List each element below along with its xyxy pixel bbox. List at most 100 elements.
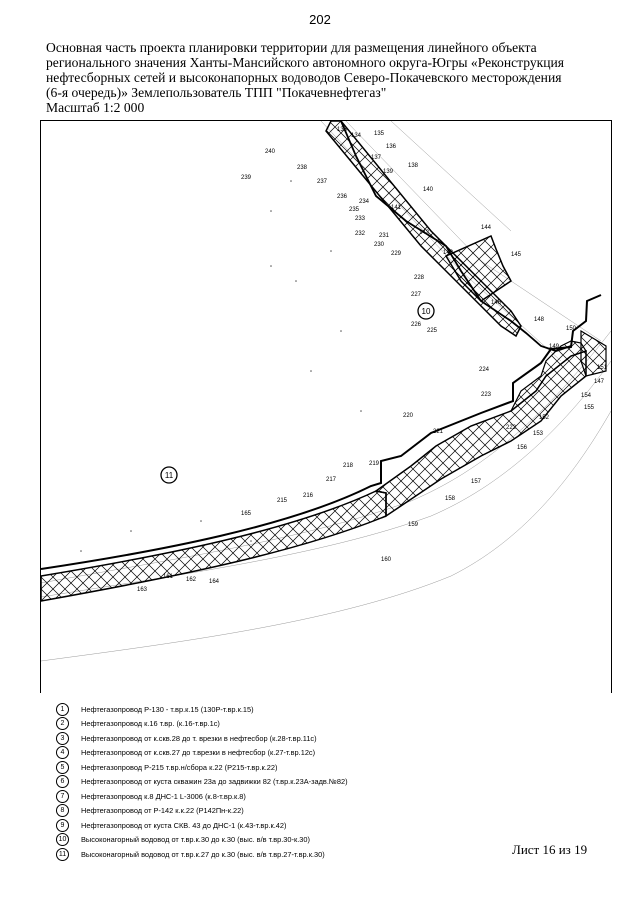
corridor-junction — [510, 340, 587, 412]
point-label: 163 — [137, 587, 148, 593]
point-label: 141 — [391, 205, 402, 211]
point-label: 220 — [403, 413, 414, 419]
point-label: 151 — [597, 365, 608, 371]
point-label: 146 — [491, 300, 502, 306]
legend-number: 1 — [56, 702, 69, 716]
legend-text: Высоконагорный водовод от т.вр.к.30 до к… — [81, 835, 310, 845]
point-label: 134 — [351, 133, 362, 139]
point-label: 162 — [186, 577, 197, 583]
point-label: 238 — [297, 165, 308, 171]
point-label: 224 — [479, 367, 490, 373]
point-label: 221 — [433, 429, 444, 435]
point-label: 135 — [374, 131, 385, 137]
point-label: 235 — [349, 207, 360, 213]
corridor-middle — [374, 349, 587, 518]
zone-marker-label: 10 — [422, 307, 431, 316]
legend-item: 6 Нефтегазопровод от куста скважин 23а до… — [56, 775, 348, 790]
legend-item: 2 Нефтегазопровод к.16 т.вр. (к.16-т.вр.1… — [56, 717, 348, 732]
point-label: 237 — [317, 179, 328, 185]
legend-number: 5 — [56, 760, 69, 774]
boundary-line — [41, 294, 602, 570]
point-labels: 133 134 135 136 137 138 139 140 141 142 … — [137, 127, 608, 593]
legend-number: 9 — [56, 818, 69, 832]
document-title: Основная часть проекта планировки террит… — [46, 40, 606, 115]
point-label: 239 — [241, 175, 252, 181]
title-line: (6-я очередь)» Землепользователь ТПП "По… — [46, 85, 387, 100]
zone-marker-11: 11 — [160, 466, 178, 484]
block-151 — [580, 329, 607, 377]
legend-number: 8 — [56, 804, 69, 818]
point-label: 143 — [443, 250, 454, 256]
point-label: 229 — [391, 251, 402, 257]
point-label: 154 — [581, 393, 592, 399]
point-label: 147 — [594, 379, 605, 385]
point-label: 218 — [343, 463, 354, 469]
legend-number: 6 — [56, 775, 69, 789]
point-label: 225 — [427, 328, 438, 334]
sheet-number: Лист 16 из 19 — [512, 842, 588, 857]
legend-number: 11 — [56, 847, 69, 861]
point-label: 215 — [277, 498, 288, 504]
title-line: нефтесборных сетей и высоконапорных водо… — [46, 70, 562, 85]
point-label: 133 — [337, 127, 348, 133]
point-label: 160 — [381, 557, 392, 563]
legend-number: 4 — [56, 746, 69, 760]
point-label: 227 — [411, 292, 422, 298]
point-label: 159 — [408, 522, 419, 528]
point-label: 139 — [383, 169, 394, 175]
block-143 — [444, 234, 512, 302]
legend-text: Нефтегазопровод от к.скв.28 до т. врезки… — [81, 733, 317, 743]
planning-map: 10 11 133 134 135 136 137 138 139 140 14… — [40, 120, 612, 693]
point-label: 138 — [408, 163, 419, 169]
legend-text: Нефтегазопровод Р-130 - т.вр.к.15 (130Р-… — [81, 704, 254, 714]
point-label: 165 — [241, 511, 252, 517]
point-label: 232 — [355, 231, 366, 237]
legend-text: Высоконагорный водовод от т.вр.к.27 до к… — [81, 849, 325, 859]
point-label: 219 — [369, 461, 380, 467]
point-label: 158 — [445, 496, 456, 502]
legend-item: 11 Высоконагорный водовод от т.вр.к.27 до… — [56, 847, 348, 862]
page-number: 202 — [309, 12, 331, 27]
point-label: 144 — [481, 225, 492, 231]
point-label: 233 — [355, 216, 366, 222]
point-label: 152 — [539, 415, 550, 421]
point-label: 148 — [534, 317, 545, 323]
point-label: 223 — [481, 392, 492, 398]
legend-item: 10 Высоконагорный водовод от т.вр.к.30 до… — [56, 833, 348, 848]
point-label: 228 — [414, 275, 425, 281]
legend-item: 8 Нефтегазопровод от Р-142 к.к.22 (Р142Пн… — [56, 804, 348, 819]
point-label: 236 — [337, 194, 348, 200]
legend-text: Нефтегазопровод к.16 т.вр. (к.16-т.вр.1с… — [81, 719, 220, 729]
legend-text: Нефтегазопровод от Р-142 к.к.22 (Р142Пн-… — [81, 806, 244, 816]
title-line: регионального значения Ханты-Мансийского… — [46, 55, 565, 70]
point-label: 164 — [209, 579, 220, 585]
point-label: 240 — [265, 149, 276, 155]
legend: 1 Нефтегазопровод Р-130 - т.вр.к.15 (130Р… — [56, 702, 348, 862]
point-label: 155 — [584, 405, 595, 411]
point-label: 140 — [423, 187, 434, 193]
zone-marker-label: 11 — [165, 471, 174, 480]
point-label: 149 — [549, 344, 560, 350]
terrain-symbols — [80, 180, 362, 552]
point-label: 230 — [374, 242, 385, 248]
point-label: 231 — [379, 233, 390, 239]
title-line: Основная часть проекта планировки террит… — [46, 40, 537, 55]
point-label: 137 — [371, 155, 382, 161]
legend-number: 10 — [56, 833, 69, 847]
point-label: 222 — [506, 425, 517, 431]
point-label: 216 — [303, 493, 314, 499]
point-label: 153 — [533, 431, 544, 437]
zone-marker-10: 10 — [417, 302, 435, 320]
point-label: 217 — [326, 477, 337, 483]
point-label: 136 — [386, 144, 397, 150]
legend-number: 2 — [56, 717, 69, 731]
legend-text: Нефтегазопровод от куста скважин 23а до … — [81, 777, 348, 787]
map-drawing: 10 11 133 134 135 136 137 138 139 140 14… — [41, 121, 611, 662]
scale-label: Масштаб 1:2 000 — [46, 100, 145, 115]
point-label: 226 — [411, 322, 422, 328]
point-label: 150 — [566, 326, 577, 332]
